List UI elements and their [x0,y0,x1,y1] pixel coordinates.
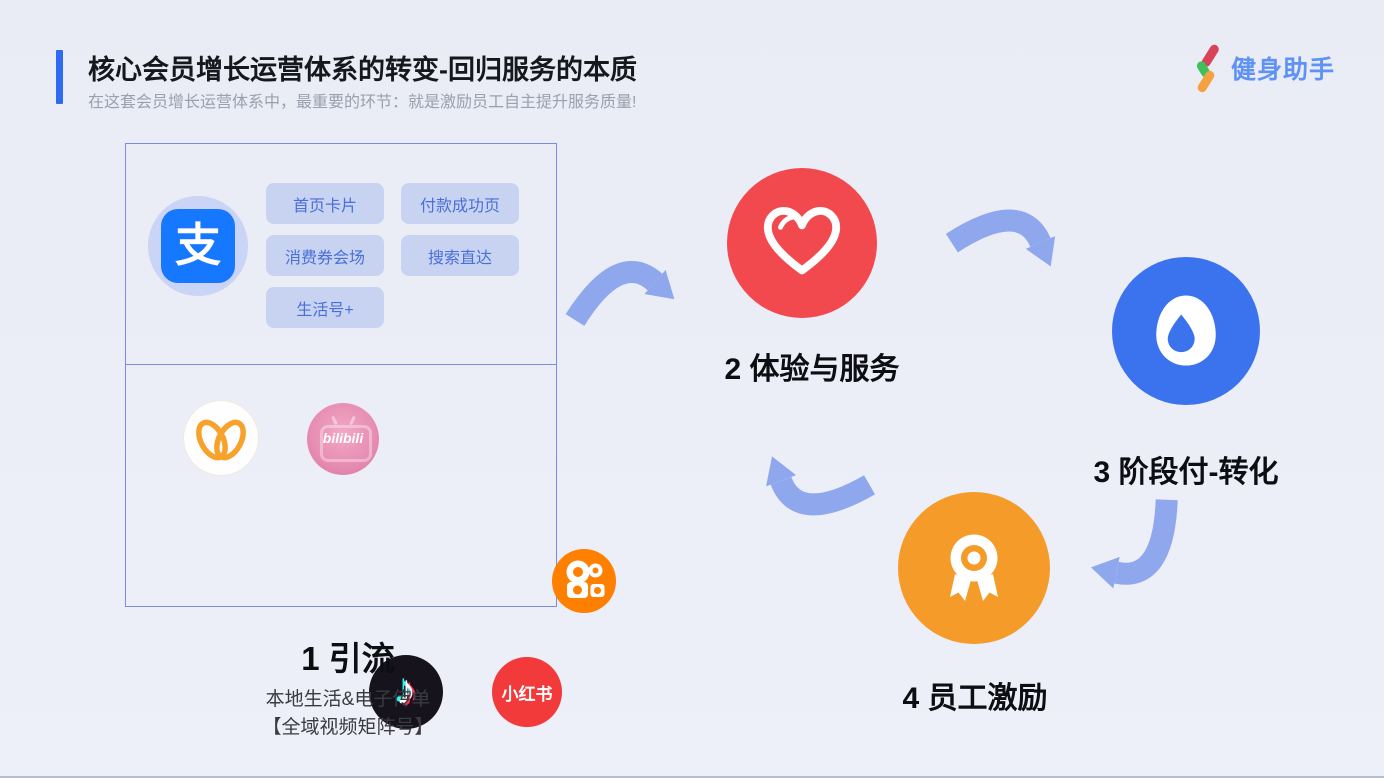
bilibili-wordmark: bilibili [322,430,364,446]
bilibili-tv-outline [320,425,372,462]
brand-logo-text: 健身助手 [1231,56,1336,84]
medal-icon [898,492,1050,644]
alipay-icon: 支 [148,196,248,296]
bilibili-icon: bilibili [307,403,379,475]
chip-home-card: 首页卡片 [266,183,384,224]
kuaishou-icon [552,549,616,613]
wechat-channels-icon [183,400,259,476]
flow-arrow-3-to-4 [1090,499,1178,589]
slide-bottom-edge [0,776,1384,778]
box-divider [126,364,556,365]
alipay-glyph: 支 [175,219,221,271]
step1-label: 1 引流 [301,640,395,677]
flow-arrow-2-to-3 [945,209,1056,267]
step1-subtext-1: 本地生活&电子传单 [265,689,431,710]
bilibili-antenna [331,415,338,426]
flow-arrow-4-to-2 [766,456,875,516]
egg-drop-icon [1112,257,1260,405]
page-title: 核心会员增长运营体系的转变-回归服务的本质 [88,55,637,85]
brand-logo-icon [1196,44,1219,93]
traffic-sources-box: 支 首页卡片 付款成功页 消费券会场 搜索直达 生活号+ bilibili [125,143,616,729]
bilibili-antenna [349,415,356,426]
flow-arrow-1-to-2 [565,261,675,326]
brand-logo: 健身助手 [1188,42,1335,94]
step3-label: 3 阶段付-转化 [1093,456,1279,489]
chip-search-direct: 搜索直达 [401,235,519,276]
xiaohongshu-wordmark: 小红书 [501,684,553,704]
chip-payment-success-page: 付款成功页 [401,183,519,224]
chip-coupon-venue: 消费券会场 [266,235,384,276]
douyin-note-glyph: ♪ [395,666,417,713]
chip-lifestyle-account: 生活号+ [266,287,384,328]
title-accent-bar [56,50,63,104]
xiaohongshu-icon: 小红书 [492,657,562,727]
alipay-logo-square: 支 [161,209,235,283]
step1-subtext-2: 【全域视频矩阵号】 [262,717,434,738]
page-subtitle: 在这套会员增长运营体系中，最重要的环节：就是激励员工自主提升服务质量! [88,94,637,111]
step4-label: 4 员工激励 [902,682,1048,715]
douyin-icon: ♪ [369,655,443,729]
step2-label: 2 体验与服务 [724,353,900,386]
heart-icon [727,168,877,318]
